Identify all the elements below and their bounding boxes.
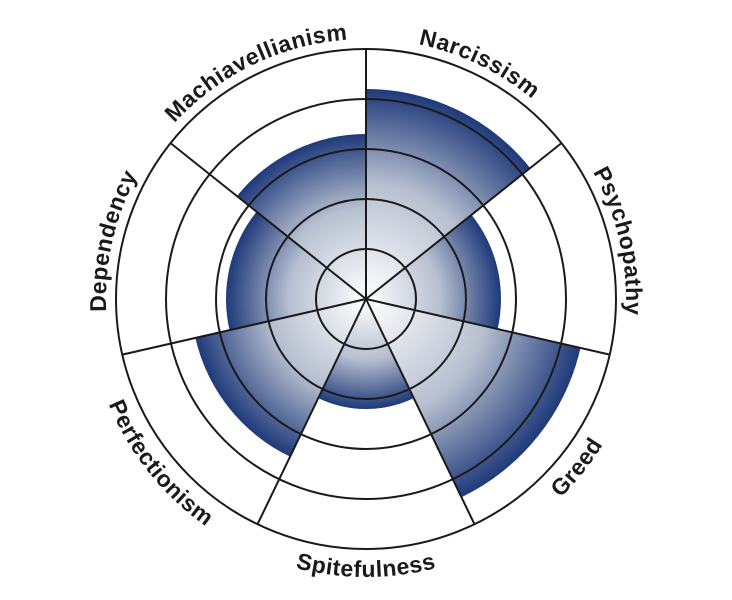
category-label: Spitefulness (294, 548, 438, 583)
sector-psychopathy (366, 214, 502, 330)
spoke-line (169, 142, 367, 300)
sector-dependency (226, 211, 366, 331)
category-label: Machiavellianism (159, 19, 348, 127)
spoke-line (365, 298, 610, 356)
category-label: Psychopathy (589, 162, 648, 316)
sector-spitefulness (318, 299, 414, 409)
spoke-line (365, 298, 476, 525)
category-label: Dependency (85, 165, 142, 312)
spoke-line (256, 298, 367, 525)
sector-machiavellianism (236, 134, 366, 299)
category-label: Perfectionism (104, 396, 219, 531)
category-label: Narcissism (417, 24, 545, 103)
spoke-line (365, 142, 563, 300)
category-label: Greed (545, 433, 607, 502)
spoke-line (122, 298, 367, 356)
sector-perfectionism (195, 299, 366, 457)
sector-greed (366, 299, 581, 498)
